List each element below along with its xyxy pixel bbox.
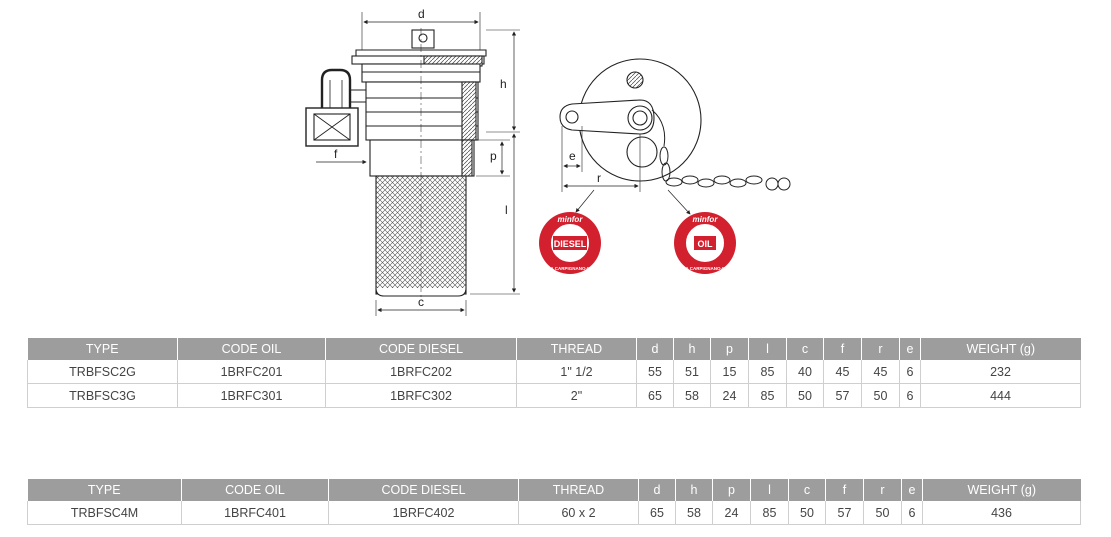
diesel-badge-product: DIESEL — [554, 239, 587, 249]
cell-thread: 1" 1/2 — [516, 360, 637, 384]
table-row: TRBFSC4M 1BRFC401 1BRFC402 60 x 2 65 58 … — [27, 501, 1081, 525]
cell-d: 65 — [636, 383, 674, 408]
col-header-c: c — [786, 338, 824, 360]
spec-table-1: TYPE CODE OIL CODE DIESEL THREAD d h p l… — [27, 338, 1081, 408]
col-header-c: c — [788, 479, 826, 501]
cell-code-oil: 1BRFC201 — [177, 360, 326, 384]
col-header-h: h — [673, 338, 711, 360]
cell-f: 57 — [825, 501, 864, 525]
table-row: TRBFSC3G 1BRFC301 1BRFC302 2" 65 58 24 8… — [27, 383, 1081, 408]
cell-p: 24 — [710, 383, 749, 408]
cell-type: TRBFSC4M — [27, 501, 182, 525]
cell-type: TRBFSC2G — [27, 360, 178, 384]
col-header-type: TYPE — [27, 338, 178, 360]
col-header-type: TYPE — [27, 479, 182, 501]
cell-d: 65 — [638, 501, 676, 525]
diesel-badge-ring: CURA CARPIGNANO·ITALY — [541, 266, 600, 271]
cell-weight: 436 — [922, 501, 1081, 525]
cell-code-oil: 1BRFC401 — [181, 501, 329, 525]
col-header-e: e — [901, 479, 923, 501]
cell-code-diesel: 1BRFC402 — [328, 501, 519, 525]
table-header-row: TYPE CODE OIL CODE DIESEL THREAD d h p l… — [27, 338, 1081, 360]
col-header-d: d — [638, 479, 676, 501]
col-header-code-oil: CODE OIL — [181, 479, 329, 501]
cell-r: 45 — [861, 360, 900, 384]
cell-h: 58 — [673, 383, 711, 408]
cell-c: 40 — [786, 360, 824, 384]
dim-label-f: f — [334, 147, 338, 161]
diesel-badge-brand: minfor — [558, 215, 584, 224]
cell-e: 6 — [901, 501, 923, 525]
cell-r: 50 — [863, 501, 902, 525]
col-header-thread: THREAD — [516, 338, 637, 360]
cell-e: 6 — [899, 360, 921, 384]
table-header-row: TYPE CODE OIL CODE DIESEL THREAD d h p l… — [27, 479, 1081, 501]
cell-f: 45 — [823, 360, 862, 384]
cell-h: 51 — [673, 360, 711, 384]
cell-h: 58 — [675, 501, 713, 525]
col-header-l: l — [750, 479, 789, 501]
col-header-code-diesel: CODE DIESEL — [328, 479, 519, 501]
cell-e: 6 — [899, 383, 921, 408]
col-header-l: l — [748, 338, 787, 360]
col-header-e: e — [899, 338, 921, 360]
dim-label-d: d — [418, 7, 425, 21]
oil-badge: OIL minfor CURA CARPIGNANO·ITALY — [674, 212, 736, 274]
cell-code-diesel: 1BRFC202 — [325, 360, 517, 384]
cell-thread: 2" — [516, 383, 637, 408]
cell-code-oil: 1BRFC301 — [177, 383, 326, 408]
col-header-thread: THREAD — [518, 479, 639, 501]
col-header-p: p — [710, 338, 749, 360]
cell-thread: 60 x 2 — [518, 501, 639, 525]
table-row: TRBFSC2G 1BRFC201 1BRFC202 1" 1/2 55 51 … — [27, 360, 1081, 384]
technical-drawing: d h p l c f — [305, 7, 791, 316]
col-header-weight: WEIGHT (g) — [922, 479, 1081, 501]
side-view — [305, 12, 520, 316]
cell-r: 50 — [861, 383, 900, 408]
oil-badge-brand: minfor — [693, 215, 719, 224]
diesel-badge: DIESEL minfor CURA CARPIGNANO·ITALY — [539, 212, 601, 274]
col-header-d: d — [636, 338, 674, 360]
dim-label-e: e — [569, 149, 576, 163]
col-header-r: r — [863, 479, 902, 501]
dim-label-c: c — [418, 295, 424, 309]
cell-weight: 232 — [920, 360, 1081, 384]
cell-f: 57 — [823, 383, 862, 408]
col-header-p: p — [712, 479, 751, 501]
col-header-code-oil: CODE OIL — [177, 338, 326, 360]
col-header-r: r — [861, 338, 900, 360]
cell-d: 55 — [636, 360, 674, 384]
cell-p: 24 — [712, 501, 751, 525]
oil-badge-ring: CURA CARPIGNANO·ITALY — [676, 266, 735, 271]
cell-code-diesel: 1BRFC302 — [325, 383, 517, 408]
cell-l: 85 — [748, 383, 787, 408]
cell-l: 85 — [750, 501, 789, 525]
cell-c: 50 — [786, 383, 824, 408]
col-header-weight: WEIGHT (g) — [920, 338, 1081, 360]
cell-p: 15 — [710, 360, 749, 384]
dim-label-l: l — [505, 203, 508, 217]
cell-c: 50 — [788, 501, 826, 525]
oil-badge-product: OIL — [698, 239, 714, 249]
cell-l: 85 — [748, 360, 787, 384]
dim-label-p: p — [490, 149, 497, 163]
col-header-code-diesel: CODE DIESEL — [325, 338, 517, 360]
col-header-f: f — [823, 338, 862, 360]
dim-label-h: h — [500, 77, 507, 91]
col-header-f: f — [825, 479, 864, 501]
spec-table-2: TYPE CODE OIL CODE DIESEL THREAD d h p l… — [27, 479, 1081, 525]
dim-label-r: r — [597, 171, 601, 185]
top-view — [559, 58, 791, 215]
cell-type: TRBFSC3G — [27, 383, 178, 408]
col-header-h: h — [675, 479, 713, 501]
cell-weight: 444 — [920, 383, 1081, 408]
